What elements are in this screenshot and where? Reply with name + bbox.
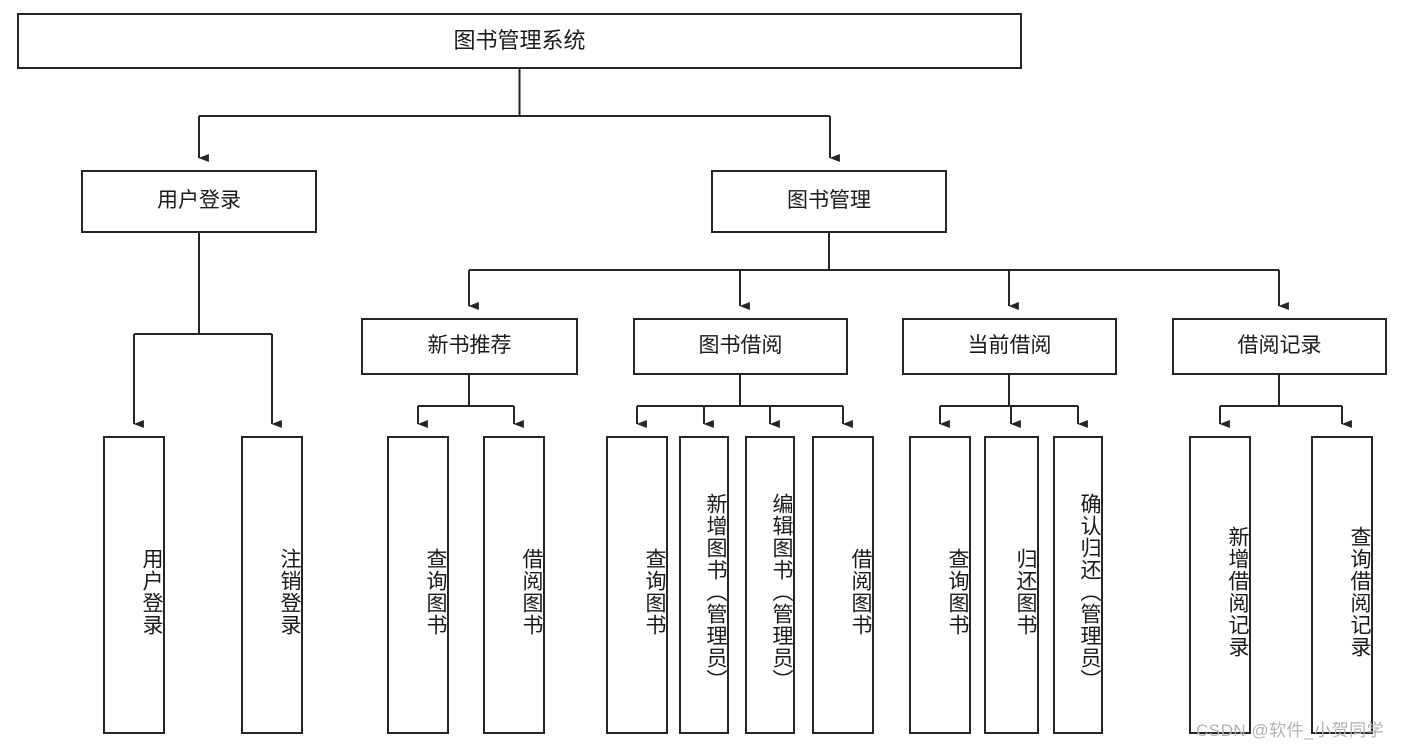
node-leaf-edit-book-admin[interactable]: 编辑图书（管理员） <box>745 436 795 734</box>
csdn-watermark: CSDN @软件_小贺同学 <box>1196 721 1385 740</box>
node-user-login[interactable]: 用户登录 <box>81 170 317 233</box>
node-leaf-query-book-rec[interactable]: 查询图书 <box>387 436 449 734</box>
node-leaf-query-borrow-record-label: 查询借阅记录 <box>1348 526 1371 658</box>
node-leaf-borrow-book-borrow-label: 借阅图书 <box>849 548 872 636</box>
node-user-login-label: 用户登录 <box>157 189 241 213</box>
node-root-label: 图书管理系统 <box>453 28 586 54</box>
node-leaf-logout-login-label: 注销登录 <box>278 548 301 636</box>
node-book-manage-label: 图书管理 <box>787 189 871 213</box>
node-leaf-return-book-label: 归还图书 <box>1014 548 1037 636</box>
node-leaf-confirm-return-admin-label: 确认归还（管理员） <box>1078 493 1101 691</box>
node-leaf-query-borrow-record[interactable]: 查询借阅记录 <box>1311 436 1373 734</box>
node-borrow-record-label: 借阅记录 <box>1237 334 1322 358</box>
node-leaf-query-book-current[interactable]: 查询图书 <box>909 436 971 734</box>
node-leaf-borrow-book-rec[interactable]: 借阅图书 <box>483 436 545 734</box>
node-leaf-add-borrow-record-label: 新增借阅记录 <box>1226 526 1249 658</box>
node-borrow-record[interactable]: 借阅记录 <box>1172 318 1387 375</box>
node-leaf-user-login[interactable]: 用户登录 <box>103 436 165 734</box>
node-leaf-query-book-current-label: 查询图书 <box>946 548 969 636</box>
node-leaf-add-borrow-record[interactable]: 新增借阅记录 <box>1189 436 1251 734</box>
node-leaf-return-book[interactable]: 归还图书 <box>984 436 1039 734</box>
node-leaf-borrow-book-rec-label: 借阅图书 <box>520 548 543 636</box>
node-leaf-add-book-admin-label: 新增图书（管理员） <box>704 493 727 691</box>
node-current-borrow-label: 当前借阅 <box>967 334 1052 358</box>
node-leaf-query-book-borrow[interactable]: 查询图书 <box>606 436 668 734</box>
node-current-borrow[interactable]: 当前借阅 <box>902 318 1117 375</box>
node-book-borrow[interactable]: 图书借阅 <box>633 318 848 375</box>
node-leaf-edit-book-admin-label: 编辑图书（管理员） <box>770 493 793 691</box>
node-leaf-borrow-book-borrow[interactable]: 借阅图书 <box>812 436 874 734</box>
node-new-book-recommend[interactable]: 新书推荐 <box>361 318 578 375</box>
node-leaf-add-book-admin[interactable]: 新增图书（管理员） <box>679 436 729 734</box>
node-leaf-user-login-label: 用户登录 <box>140 548 163 636</box>
node-root[interactable]: 图书管理系统 <box>17 13 1022 69</box>
node-leaf-query-book-borrow-label: 查询图书 <box>643 548 666 636</box>
node-leaf-confirm-return-admin[interactable]: 确认归还（管理员） <box>1053 436 1103 734</box>
node-leaf-logout-login[interactable]: 注销登录 <box>241 436 303 734</box>
node-leaf-query-book-rec-label: 查询图书 <box>424 548 447 636</box>
node-book-manage[interactable]: 图书管理 <box>711 170 947 233</box>
node-new-book-recommend-label: 新书推荐 <box>427 334 512 358</box>
node-book-borrow-label: 图书借阅 <box>698 334 783 358</box>
